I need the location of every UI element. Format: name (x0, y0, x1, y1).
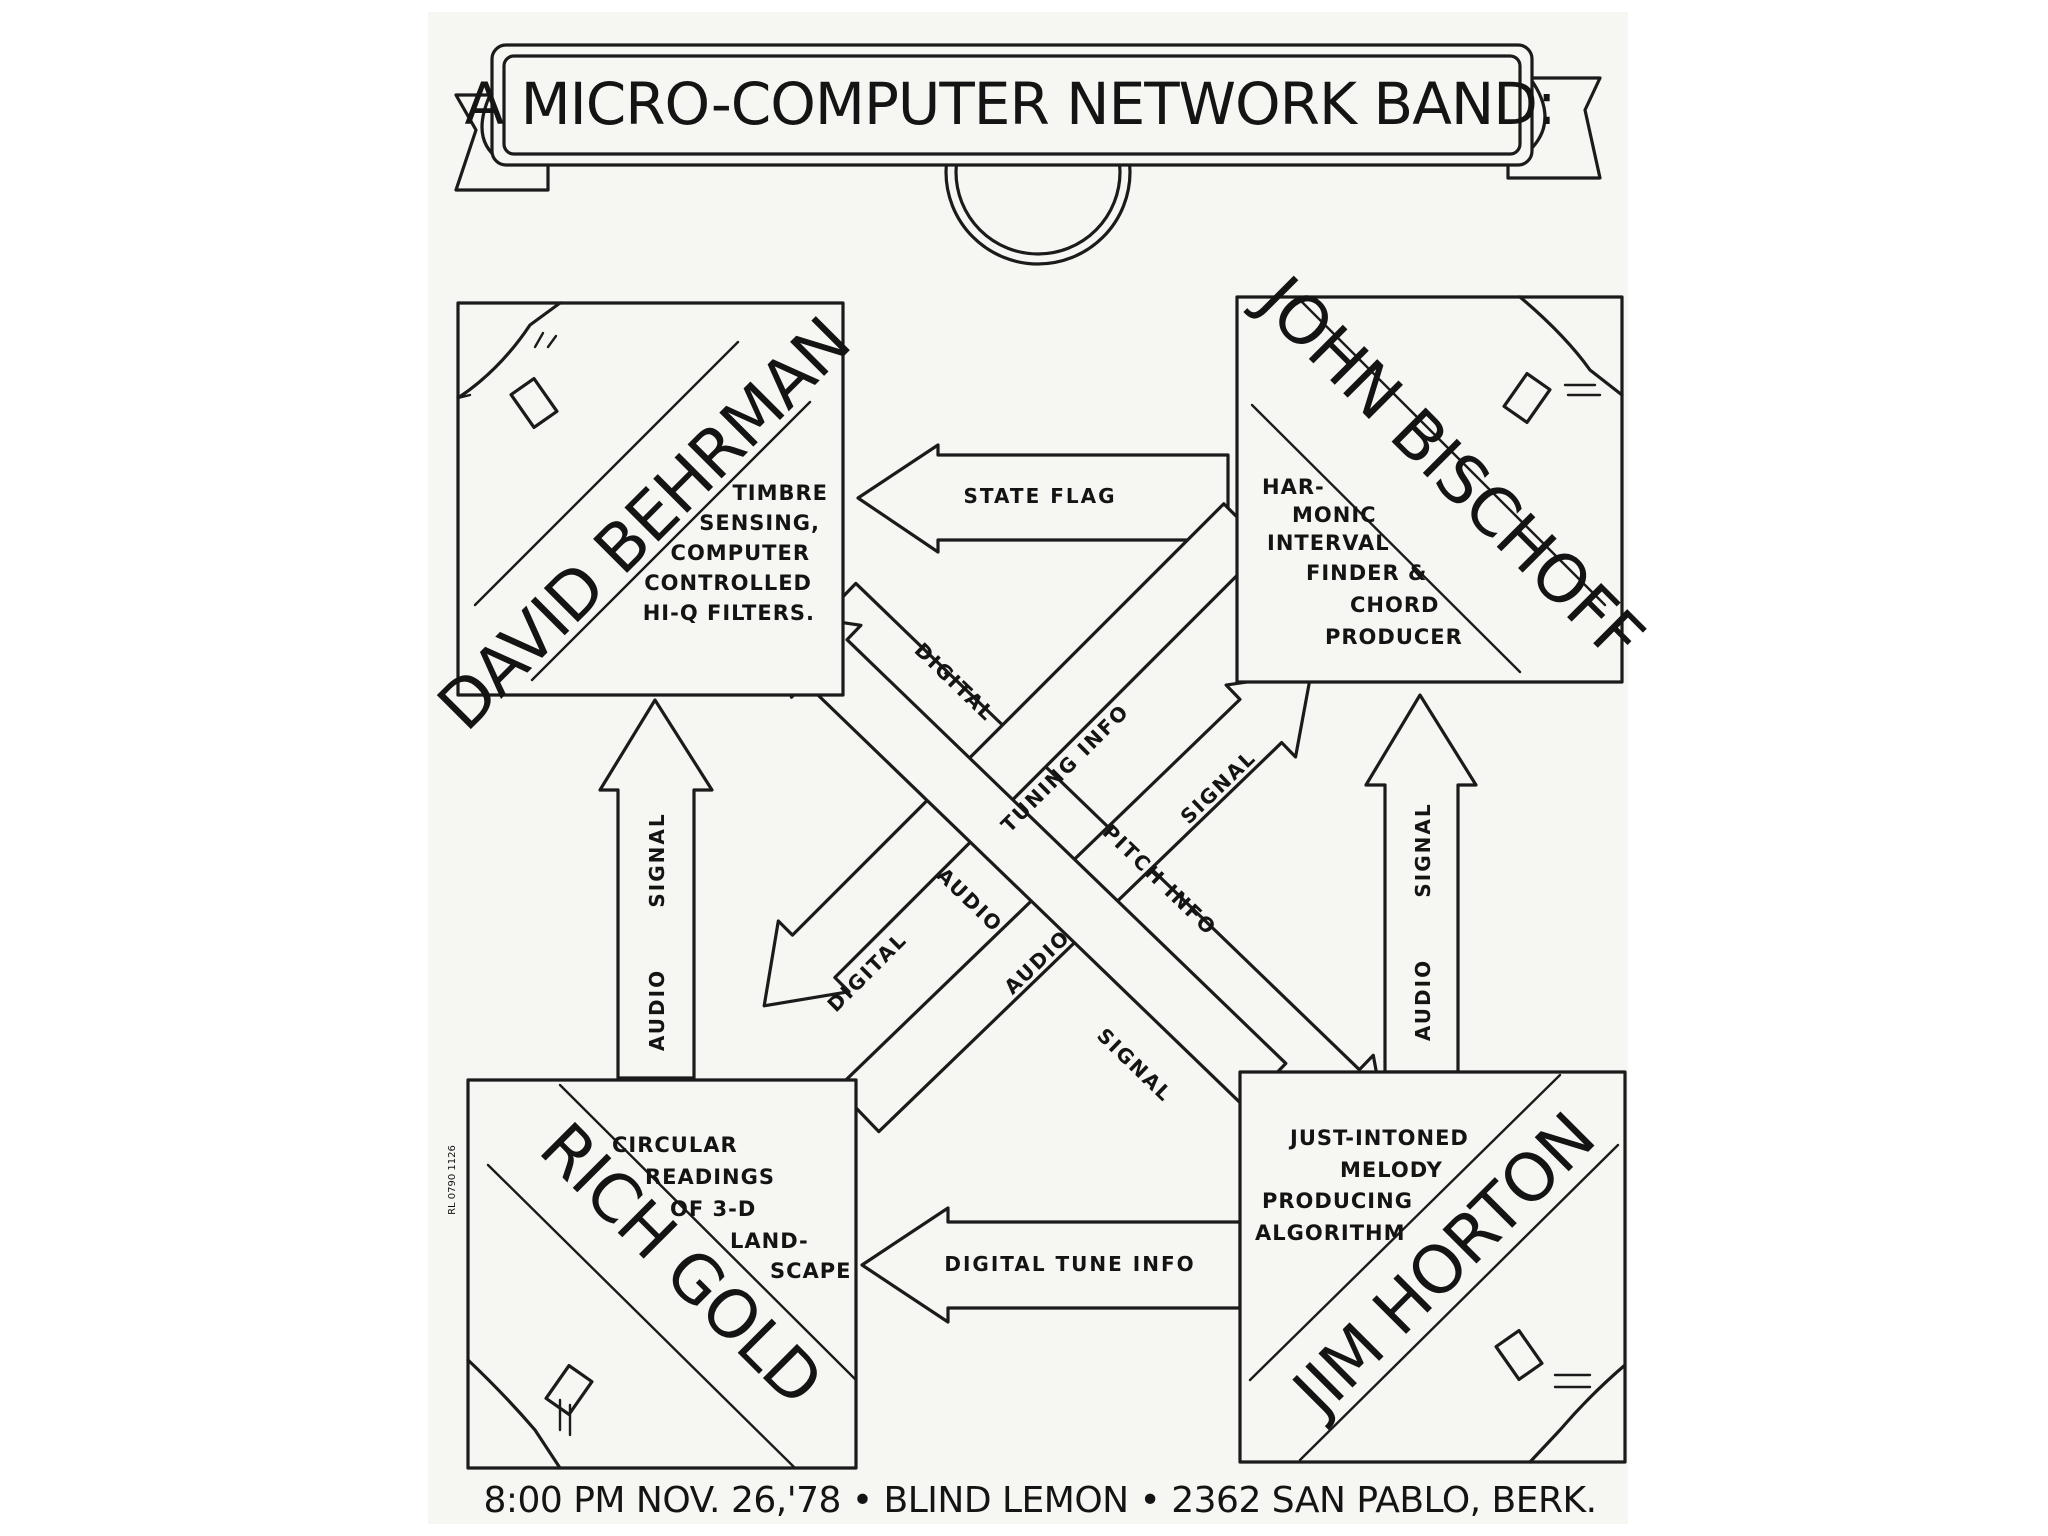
right-audio-label: AUDIO (1411, 959, 1435, 1041)
svg-text:TIMBRE: TIMBRE (732, 481, 828, 505)
svg-text:INTERVAL: INTERVAL (1267, 531, 1390, 555)
member-box-john-bischoff: JOHN BISCHOFF HAR- MONIC INTERVAL FINDER… (1235, 259, 1658, 684)
svg-text:PRODUCER: PRODUCER (1325, 625, 1463, 649)
event-details-footer: 8:00 PM NOV. 26,'78 • BLIND LEMON • 2362… (483, 1480, 1596, 1521)
state-flag-arrow (856, 443, 1230, 554)
svg-text:OF 3-D: OF 3-D (670, 1197, 756, 1221)
svg-text:LAND-: LAND- (730, 1229, 809, 1253)
svg-text:HAR-: HAR- (1262, 475, 1325, 499)
svg-text:MELODY: MELODY (1340, 1158, 1443, 1182)
connection-arrows (598, 443, 1478, 1324)
member-desc-david-behrman: TIMBRE SENSING, COMPUTER CONTROLLED HI-Q… (643, 481, 828, 625)
member-box-rich-gold: RICH GOLD CIRCULAR READINGS OF 3-D LAND-… (447, 1078, 858, 1470)
svg-text:SENSING,: SENSING, (699, 511, 820, 535)
title-banner: A MICRO-COMPUTER NETWORK BAND: (454, 43, 1602, 266)
page-title: A MICRO-COMPUTER NETWORK BAND: (465, 70, 1556, 138)
member-box-jim-horton: JIM HORTON JUST-INTONED MELODY PRODUCING… (1238, 1070, 1627, 1464)
member-desc-rich-gold: CIRCULAR READINGS OF 3-D LAND- SCAPE (612, 1133, 852, 1283)
svg-text:FINDER &: FINDER & (1306, 561, 1427, 585)
digital-tune-info-label: DIGITAL TUNE INFO (944, 1252, 1195, 1276)
svg-text:SCAPE: SCAPE (770, 1259, 852, 1283)
svg-text:CHORD: CHORD (1350, 593, 1439, 617)
right-signal-label: SIGNAL (1411, 802, 1435, 897)
right-vertical-arrow (1364, 693, 1478, 1074)
left-vertical-arrow (598, 698, 714, 1080)
left-signal-label: SIGNAL (645, 812, 669, 907)
diagonal-john-to-rich (762, 502, 1268, 1008)
svg-text:CONTROLLED: CONTROLLED (644, 571, 812, 595)
svg-text:READINGS: READINGS (645, 1165, 775, 1189)
svg-text:MONIC: MONIC (1292, 503, 1377, 527)
margin-note: RL 0790 1126 (447, 1145, 458, 1215)
svg-text:COMPUTER: COMPUTER (671, 541, 810, 565)
left-audio-label: AUDIO (645, 969, 669, 1051)
svg-text:ALGORITHM: ALGORITHM (1255, 1221, 1406, 1245)
digital-tune-info-arrow (860, 1206, 1242, 1324)
svg-text:CIRCULAR: CIRCULAR (612, 1133, 738, 1157)
state-flag-label: STATE FLAG (964, 484, 1117, 508)
svg-text:HI-Q FILTERS.: HI-Q FILTERS. (643, 601, 815, 625)
svg-text:JUST-INTONED: JUST-INTONED (1288, 1126, 1469, 1150)
member-box-david-behrman: DAVID BEHRMAN TIMBRE SENSING, COMPUTER C… (423, 301, 865, 745)
member-desc-jim-horton: JUST-INTONED MELODY PRODUCING ALGORITHM (1255, 1126, 1469, 1245)
svg-text:PRODUCING: PRODUCING (1262, 1189, 1413, 1213)
member-desc-john-bischoff: HAR- MONIC INTERVAL FINDER & CHORD PRODU… (1262, 475, 1463, 649)
